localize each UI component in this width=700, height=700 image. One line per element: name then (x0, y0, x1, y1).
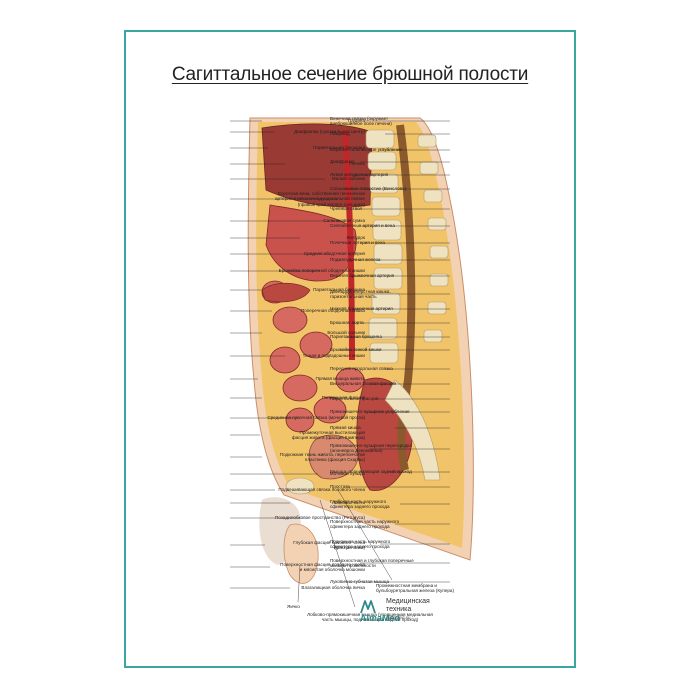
label-camper-fascia: Промежуточная выстилающая фасция живота … (291, 430, 365, 441)
label-parietal-peritoneum-r: Париетальная брюшина (330, 334, 382, 339)
label-superior-omental-recess: Верхнее сальниковое углубление (330, 147, 402, 152)
label-visceral-pelvic-fascia: Висцеральная тазовая фасция (330, 381, 397, 386)
label-tunica-vaginalis: Влагалищная оболочка яичка (301, 585, 365, 590)
label-bladder: Мочевой пузырь (329, 471, 365, 476)
label-sternum: Грудина (347, 118, 365, 123)
label-buck-fascia: Глубокая фасция полового члена (фасция Б… (293, 540, 365, 551)
label-abdominal-aorta: Брюшная аорта (330, 320, 364, 325)
label-pubic-bone: Лобковая кость (332, 500, 365, 505)
abdominal-aorta (342, 129, 355, 361)
leader-lines-bottom (297, 489, 393, 608)
label-rectus-abdominis: Прямая мышца живота (315, 376, 365, 381)
testis (283, 523, 319, 584)
label-lesser-omentum: Малый сальник (331, 176, 365, 181)
label-jejunum-ileum: Тощая и подвздошные кишки (302, 353, 365, 358)
label-median-umbilical-ligament: Срединная пупочная связка (мочевой прото… (267, 415, 365, 420)
logo-tagline-2: техника (386, 606, 412, 613)
leader-lines-left (230, 120, 345, 589)
logo-tagline-1: Медицинская (386, 598, 430, 605)
label-anterior-longitudinal-ligament: Передняя продольная связка (330, 366, 393, 371)
label-renal-vessels: Почечные артерия и вена (330, 240, 385, 245)
label-diaphragm-center: Диафрагма (сухожильный центр) (294, 129, 365, 134)
label-duodenum: Двенадцатиперстная кишка, горизонтальная… (330, 289, 391, 300)
bladder (308, 434, 359, 480)
label-transversalis-fascia: Поперечная фасция (321, 395, 365, 400)
label-suspensory-ligament: Подвешивающая связка полового члена (278, 487, 365, 492)
vertebral-column (365, 129, 403, 364)
label-coronary-ligament: Венечная связка (окружает внебрюшинное п… (330, 116, 392, 127)
spinal-canal (396, 124, 416, 471)
label-celiac-trunk: Чревный ствол (330, 206, 363, 211)
label-levator-ani: Мышца, поднимающая задний проход (330, 469, 412, 474)
label-esophagus: Пищевод (330, 131, 350, 136)
label-middle-colic-artery: Средняя ободочная артерия (303, 251, 365, 256)
label-liver: Печень (349, 161, 365, 166)
label-parietal-peritoneum-2: Париетальная брюшина (313, 287, 365, 292)
label-splenic-vessels: Селезеночные артерия и вена (330, 223, 395, 228)
pubic-bone (285, 477, 315, 495)
label-diaphragm: Диафрагма (330, 159, 355, 164)
label-testis: Яичко (287, 604, 300, 609)
leader-lines-right (340, 120, 450, 583)
label-bulbospongiosus: Луковично-губчатая мышца (330, 579, 390, 584)
label-dartos: Поверхностная фасция полового члена и мя… (280, 562, 365, 573)
label-perineal-membrane: Промежностная мембрана и бульбоуретральн… (376, 583, 455, 594)
label-mesentery: Брыжейка тонкой кишки (330, 347, 382, 352)
label-omental-bursa: Сальниковая сумка (323, 218, 365, 223)
label-prostate: Простата (330, 484, 350, 489)
label-superficial-sphincter: Поверхностная часть наружного сфинктера … (330, 519, 400, 530)
transverse-colon (261, 282, 311, 303)
label-scarpa-fascia: Подкожная ткань живота, перепончатая пла… (279, 452, 365, 463)
label-puborectalis: Лобково-прямокишечная мышца (утолщенная … (307, 612, 433, 623)
logo-url: almamed.su (386, 615, 411, 620)
label-portal-vein: Воротная вена, собственная печеночная ар… (274, 191, 365, 207)
almamed-mark-icon (360, 600, 376, 614)
sacrum (384, 379, 441, 481)
label-transverse-mesocolon: Брыжейка поперечной ободочной кишки (278, 268, 365, 273)
label-rectum: Прямая кишка (330, 425, 361, 430)
label-transverse-colon: Поперечная ободочная кишка (300, 308, 365, 313)
label-denonvilliers: Прямокишечно-пузырная перегородка (апоне… (330, 443, 412, 454)
label-pancreas: Поджелудочная железа (330, 257, 381, 262)
label-rectovesical-pouch: Прямокишечно-пузырное углубление (330, 409, 410, 414)
label-deep-sphincter: Глубокая часть наружного сфинктера задне… (330, 499, 390, 510)
label-retzius-space: Позадилобковое пространство (Ретциуса) (274, 515, 365, 520)
label-parietal-peritoneum-1: Париетальная брюшина (313, 145, 365, 150)
label-left-gastric-artery: Левая желудочная артерия (330, 172, 389, 177)
poster-title: Сагиттальное сечение брюшной полости (171, 64, 529, 85)
spinous-processes (417, 134, 449, 343)
logo-brand-name: AlmaMed (360, 613, 401, 623)
label-transverse-perineal: Поверхностная и глубокая поперечные мышц… (330, 558, 414, 569)
label-parietal-fascia: Париетальная фасция (330, 396, 379, 401)
label-subcutaneous-sphincter: Подкожная часть наружного сфинктера задн… (330, 539, 391, 550)
label-superior-mesenteric-artery: Верхняя брыжеечная артерия (330, 273, 395, 278)
label-inferior-mesenteric-artery: Нижняя брыжеечная артерия (330, 306, 393, 311)
label-stomach: Желудок (346, 235, 365, 240)
label-omental-foramen: Сальниковое отверстие (Винслово) (330, 186, 407, 191)
label-greater-omentum: Большой сальник (327, 330, 365, 335)
